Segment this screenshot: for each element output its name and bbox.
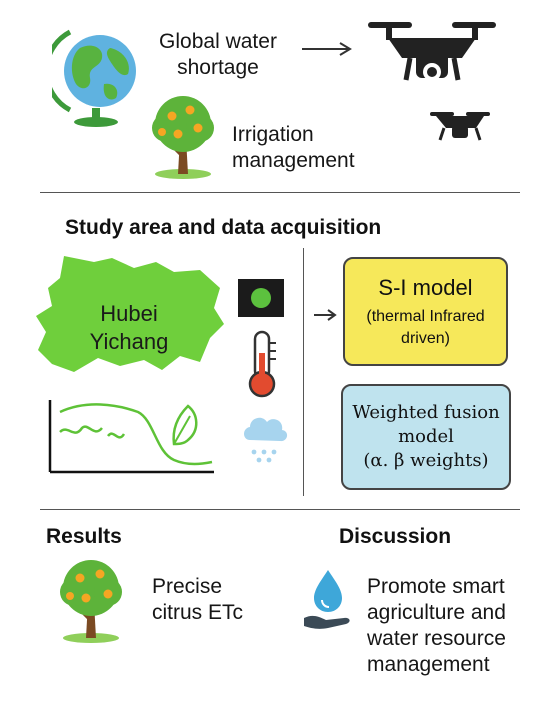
discussion-text: Promote smart agriculture and water reso… — [367, 575, 506, 676]
water-drop-hand-icon — [304, 570, 350, 629]
rain-cloud-icon — [244, 417, 288, 463]
small-drone-icon — [430, 112, 490, 141]
results-text: Precise citrus ETc — [152, 575, 244, 624]
fusion-model-box: Weighted fusion model (α. β weights) — [341, 384, 511, 490]
vertical-divider — [303, 248, 304, 496]
map-label: Hubei Yichang — [89, 301, 169, 354]
hubei-map-icon — [36, 256, 224, 372]
camera-sensor-icon — [238, 279, 284, 317]
arrow-right-icon — [314, 309, 337, 321]
top-divider — [40, 192, 520, 193]
arrow-right-icon — [302, 42, 352, 56]
globe-icon — [52, 29, 136, 127]
leaf-icon — [172, 404, 198, 446]
citrus-tree-icon — [152, 96, 214, 179]
sim-model-box: S-I model (thermal Infrared driven) — [343, 257, 508, 366]
curve-chart-icon — [48, 400, 214, 474]
fusion-model-title2: model — [398, 426, 454, 447]
study-heading: Study area and data acquisition — [65, 216, 382, 239]
fusion-model-weights: (α. β weights) — [363, 450, 489, 471]
sim-model-sub2: driven) — [401, 329, 450, 347]
citrus-tree-icon — [60, 560, 122, 643]
sim-model-title: S-I model — [378, 274, 473, 300]
drone-icon — [368, 22, 496, 81]
bottom-divider — [40, 509, 520, 510]
fusion-model-title: Weighted fusion — [352, 402, 500, 423]
water-shortage-text: Global water shortage — [159, 30, 277, 79]
results-heading: Results — [46, 525, 122, 548]
sim-model-sub1: (thermal Infrared — [366, 307, 485, 325]
irrigation-text: Irrigation management — [232, 123, 355, 172]
thermometer-icon — [248, 330, 276, 398]
discussion-heading: Discussion — [339, 525, 452, 548]
